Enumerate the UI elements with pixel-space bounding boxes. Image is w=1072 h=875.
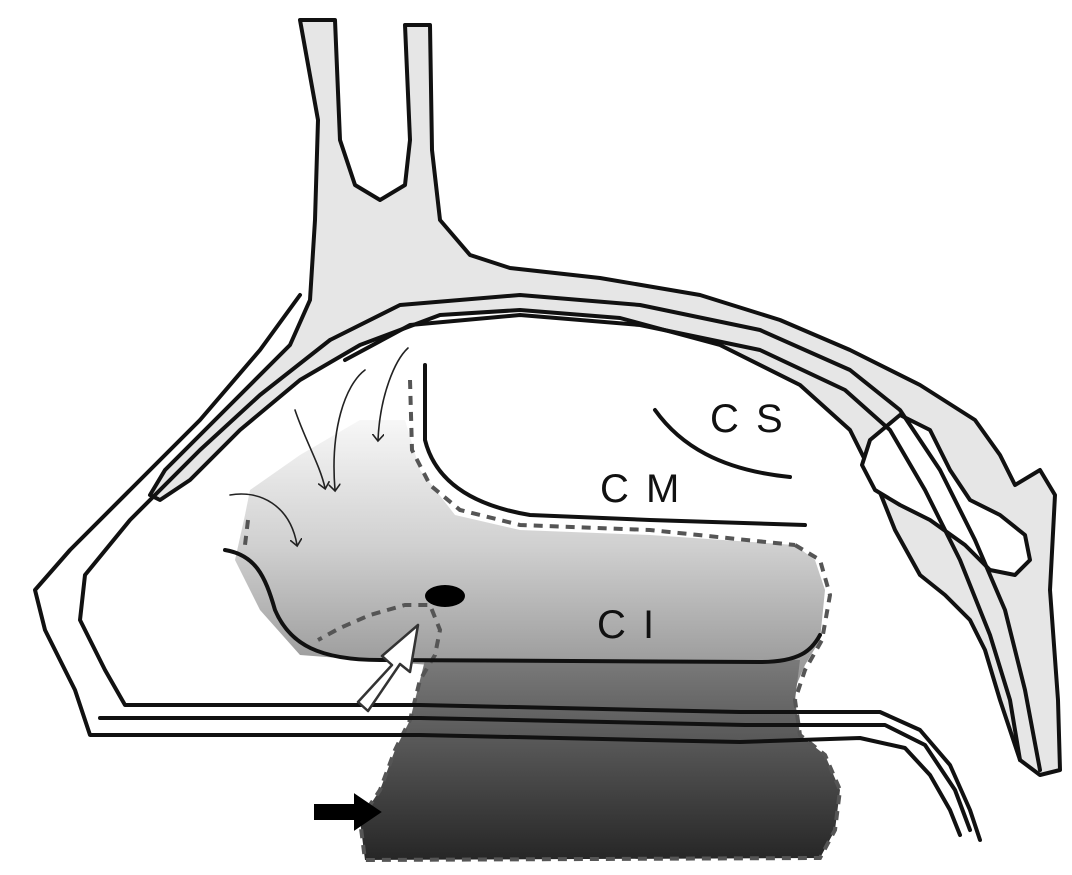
airflow-region-upper	[235, 420, 825, 700]
label-inferior-turbinate: C I	[597, 603, 657, 647]
label-superior-turbinate: C S	[710, 397, 786, 441]
label-middle-turbinate: C M	[600, 467, 682, 511]
airflow-region-lower	[360, 660, 840, 860]
duct-opening	[425, 585, 465, 607]
